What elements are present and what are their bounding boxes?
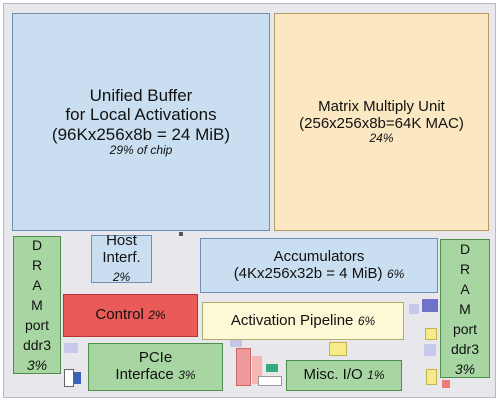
activation-pipeline-percent: 6% xyxy=(357,313,376,328)
unified-buffer-subtitle: for Local Activations xyxy=(65,105,217,125)
dram-left-letter-d: D xyxy=(31,237,43,253)
die-fragment xyxy=(422,299,438,312)
dram-left-letter-a: A xyxy=(32,277,42,293)
die-fragment xyxy=(329,342,347,356)
die-fragment xyxy=(426,369,437,385)
matrix-unit-size: (256x256x8b=64K MAC) xyxy=(299,115,464,133)
control-block: Control 2% xyxy=(63,294,198,337)
host-interface-title: Host xyxy=(106,231,137,249)
control-percent: 2% xyxy=(148,308,166,323)
unified-buffer-percent: 29% of chip xyxy=(109,143,173,158)
pcie-title: PCIe xyxy=(138,349,173,367)
dram-right-letter-d: D xyxy=(459,240,471,257)
die-fragment xyxy=(230,340,242,347)
die-fragment xyxy=(409,304,419,314)
accumulators-percent: 6% xyxy=(386,266,405,281)
die-fragment xyxy=(64,369,74,387)
pcie-subtitle: Interface xyxy=(115,366,174,384)
dram-left-letter-m: M xyxy=(31,297,43,313)
activation-pipeline-block: Activation Pipeline 6% xyxy=(202,302,404,340)
die-fragment xyxy=(252,356,262,384)
dram-right-port: port xyxy=(452,320,478,337)
accumulators-block: Accumulators (4Kx256x32b = 4 MiB) 6% xyxy=(200,238,438,293)
pcie-percent: 3% xyxy=(178,368,196,383)
activation-pipeline-label: Activation Pipeline xyxy=(230,311,354,329)
matrix-unit-title: Matrix Multiply Unit xyxy=(318,97,445,115)
dram-right-letter-m: M xyxy=(459,300,471,317)
matrix-multiply-unit-block: Matrix Multiply Unit (256x256x8b=64K MAC… xyxy=(274,13,489,231)
dram-right-ddr3: ddr3 xyxy=(450,340,480,357)
unified-buffer-block: Unified Buffer for Local Activations (96… xyxy=(12,13,270,231)
die-fragment xyxy=(266,364,278,372)
unified-buffer-size: (96Kx256x8b = 24 MiB) xyxy=(51,124,231,144)
matrix-unit-percent: 24% xyxy=(369,131,394,146)
die-fragment xyxy=(74,372,81,384)
dram-port-right-block: D R A M port ddr3 3% xyxy=(440,239,490,378)
dram-right-percent: 3% xyxy=(454,360,476,377)
control-label: Control xyxy=(95,306,144,324)
misc-io-percent: 1% xyxy=(367,368,385,383)
host-interface-subtitle: Interf. xyxy=(102,249,141,267)
dram-left-letter-r: R xyxy=(31,257,43,273)
dram-left-percent: 3% xyxy=(26,357,48,373)
dram-left-port: port xyxy=(24,317,50,333)
unified-buffer-title: Unified Buffer xyxy=(89,85,193,105)
dram-right-letter-r: R xyxy=(459,260,471,277)
die-fragment xyxy=(424,344,436,356)
die-fragment xyxy=(179,232,183,236)
accumulators-title: Accumulators xyxy=(273,247,365,265)
die-fragment xyxy=(258,376,282,386)
host-interface-percent: 2% xyxy=(112,269,131,284)
misc-io-block: Misc. I/O 1% xyxy=(286,360,402,391)
misc-io-label: Misc. I/O xyxy=(303,366,363,384)
die-fragment xyxy=(425,328,437,340)
host-interface-block: Host Interf. 2% xyxy=(91,231,152,284)
pcie-interface-block: PCIe Interface 3% xyxy=(88,343,223,391)
die-fragment xyxy=(442,380,450,388)
chip-floorplan: Unified Buffer for Local Activations (96… xyxy=(3,3,496,398)
dram-right-letter-a: A xyxy=(460,280,470,297)
die-fragment xyxy=(236,348,251,386)
accumulators-size: (4Kx256x32b = 4 MiB) xyxy=(233,264,383,282)
die-fragment xyxy=(64,343,78,353)
dram-port-left-block: D R A M port ddr3 3% xyxy=(13,236,61,374)
dram-left-ddr3: ddr3 xyxy=(22,337,52,353)
